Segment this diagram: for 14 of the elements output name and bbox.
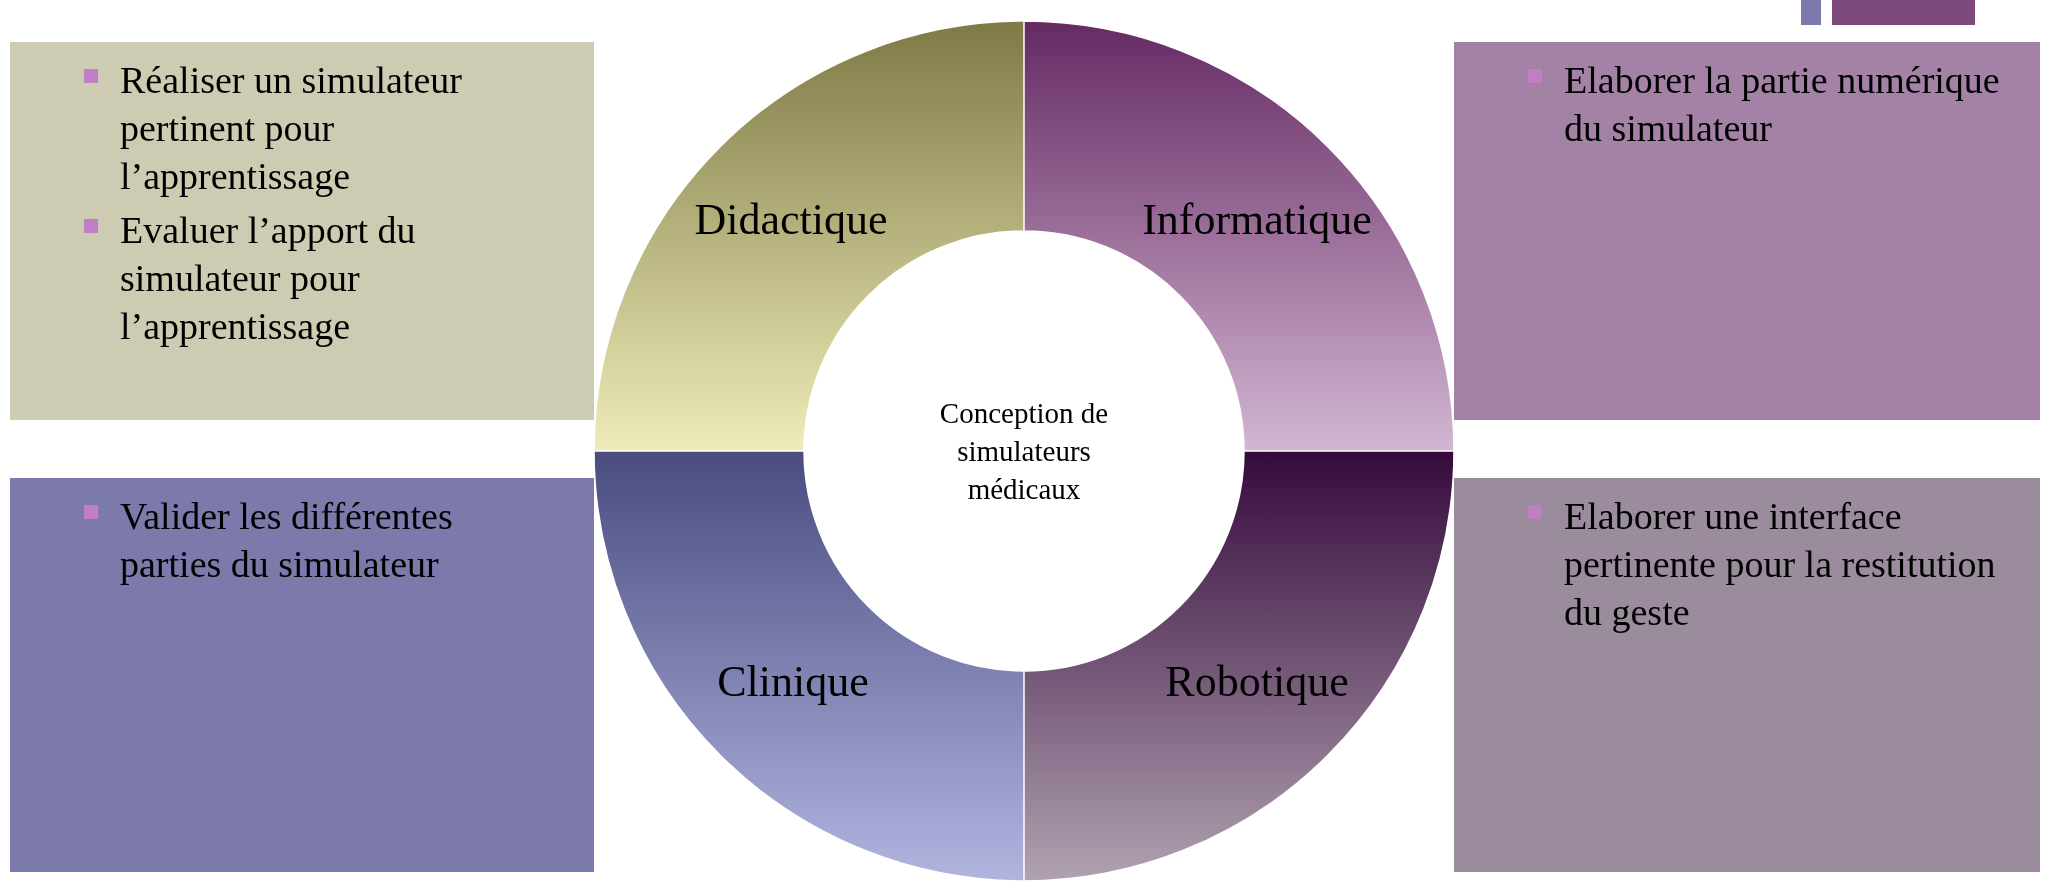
text-panel — [10, 478, 594, 872]
text-panel — [10, 42, 594, 420]
bullet-text: Evaluer l’apport du simulateur pour l’apprentissage — [120, 208, 417, 349]
center-label: Conception de simulateurs médicaux — [938, 396, 1110, 507]
bullet-text: Elaborer la partie numérique du simulateur — [1564, 58, 2000, 151]
bullet-text: Valider les différentes parties du simulateur — [120, 494, 454, 587]
segment-label: Didactique — [694, 194, 888, 246]
segment-label: Robotique — [1165, 656, 1349, 708]
bullet-text: Elaborer une interface pertinente pour la restitution du geste — [1564, 494, 1997, 635]
segment-label: Clinique — [717, 656, 869, 708]
text-panel — [1454, 478, 2040, 872]
segment-label: Informatique — [1142, 194, 1372, 246]
text-panel — [1454, 42, 2040, 420]
bullet-text: Réaliser un simulateur pertinent pour l’apprentissage — [120, 58, 463, 199]
